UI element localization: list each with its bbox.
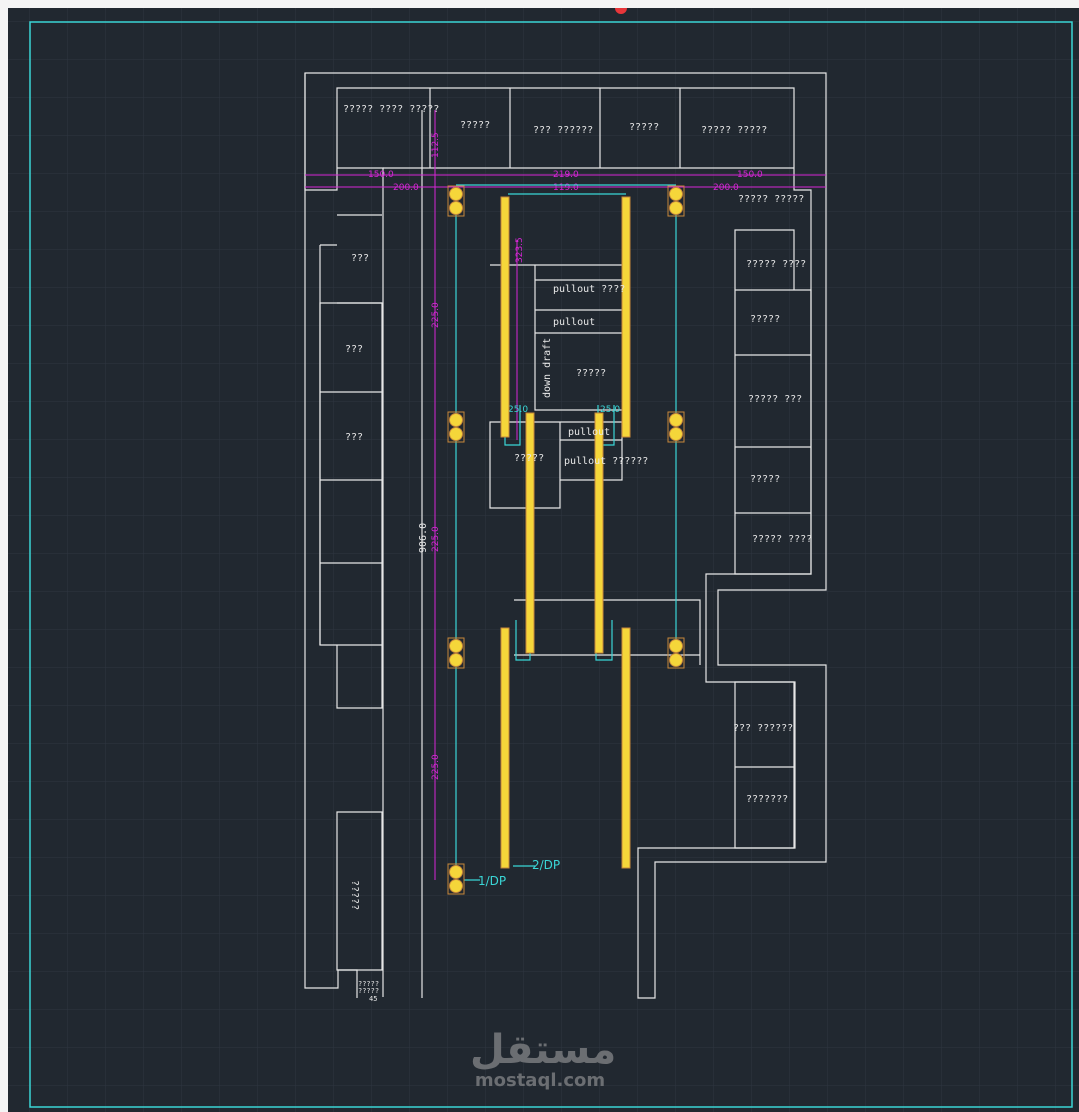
circuit-wiring bbox=[455, 184, 677, 881]
drawing-label: ??? bbox=[351, 253, 369, 264]
drawing-label: 225.0 bbox=[431, 302, 441, 328]
drawing-label: 219.0 bbox=[553, 170, 579, 180]
drawing-label: ????? bbox=[629, 122, 659, 133]
spot-light bbox=[447, 411, 465, 443]
drawing-label: 119.0 bbox=[553, 183, 579, 193]
drawing-label: ????? bbox=[576, 368, 606, 379]
watermark-arabic: مستقل bbox=[470, 1027, 617, 1073]
drawing-label: ????? ????? bbox=[701, 125, 767, 136]
spot-light bbox=[447, 637, 465, 669]
spot-light bbox=[447, 863, 465, 895]
cad-canvas[interactable]: 150.0 219.0 150.0 200.0 119.0 200.0 112.… bbox=[8, 8, 1079, 1112]
drawing-label: 200.0 bbox=[393, 183, 419, 193]
drawing-label: ??? ?????? bbox=[533, 125, 593, 136]
drawing-label: pullout ???? bbox=[553, 284, 625, 295]
drawing-label: 2/DP bbox=[532, 858, 560, 872]
watermark: مستقل mostaql.com bbox=[470, 1027, 617, 1091]
linear-lights bbox=[500, 196, 631, 869]
drawing-label: ????? bbox=[750, 314, 780, 325]
drawing-label: 150.0 bbox=[368, 170, 394, 180]
walls bbox=[304, 72, 827, 999]
linear-light bbox=[621, 196, 631, 438]
drawing-label: ????? ???? bbox=[752, 534, 812, 545]
drawing-label: 906.0 bbox=[418, 523, 429, 553]
drawing-label: ????? ????? bbox=[738, 194, 804, 205]
drawing-label: ????? bbox=[750, 474, 780, 485]
red-marker bbox=[615, 8, 627, 14]
drawing-label: ????? ??? bbox=[748, 394, 802, 405]
drawing-label: ????? bbox=[460, 120, 490, 131]
spot-light bbox=[447, 185, 465, 217]
drawing-label: pullout bbox=[568, 427, 610, 438]
drawing-label: ????? bbox=[514, 453, 544, 464]
drawing-label: 25.0 bbox=[508, 405, 528, 415]
linear-light bbox=[594, 412, 604, 654]
drawing-label: 323.5 bbox=[515, 237, 525, 263]
drawing-label: 225.0 bbox=[431, 526, 441, 552]
drawing-frame bbox=[29, 21, 1073, 1108]
drawing-label: ????? ???? ????? bbox=[343, 104, 439, 115]
drawing-label: ????? bbox=[349, 880, 360, 910]
spot-lights bbox=[447, 185, 685, 895]
drawing-label: ??? ?????? bbox=[733, 723, 793, 734]
linear-light bbox=[525, 412, 535, 654]
drawing-label: 200.0 bbox=[713, 183, 739, 193]
drawing-label: 1/DP bbox=[478, 874, 506, 888]
spot-light bbox=[667, 637, 685, 669]
watermark-site: mostaql.com bbox=[474, 1070, 606, 1091]
drawing-label: ??? bbox=[345, 344, 363, 355]
drawing-label: ????? bbox=[358, 987, 379, 995]
drawing-label: 112.5 bbox=[431, 132, 441, 158]
drawing-label: ????? ???? bbox=[746, 259, 806, 270]
drawing-label: 45 bbox=[369, 995, 377, 1003]
linear-light bbox=[500, 627, 510, 869]
drawing-label: pullout bbox=[553, 317, 595, 328]
spot-light bbox=[667, 185, 685, 217]
drawing-label: 25.0 bbox=[600, 405, 620, 415]
linear-light bbox=[500, 196, 510, 438]
drawing-label: ????? bbox=[358, 980, 379, 988]
drawing-label: 150.0 bbox=[737, 170, 763, 180]
spot-light bbox=[667, 411, 685, 443]
drawing-label: pullout ?????? bbox=[564, 456, 648, 467]
drawing-label: down draft bbox=[542, 338, 553, 398]
drawing-label: ??????? bbox=[746, 794, 788, 805]
drawing-label: ??? bbox=[345, 432, 363, 443]
drawing-label: 225.0 bbox=[431, 754, 441, 780]
linear-light bbox=[621, 627, 631, 869]
floor-plan: 150.0 219.0 150.0 200.0 119.0 200.0 112.… bbox=[8, 8, 1079, 1112]
dimension-lines bbox=[305, 110, 826, 880]
